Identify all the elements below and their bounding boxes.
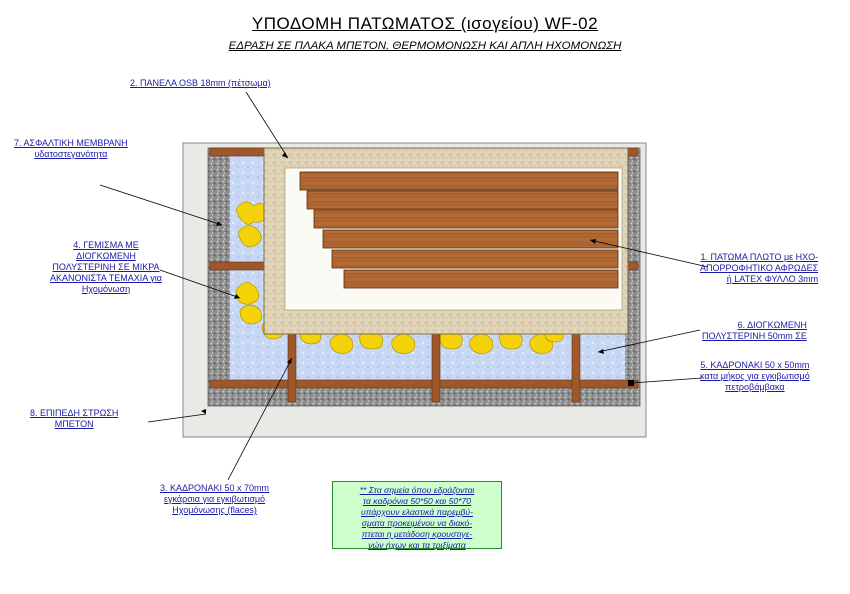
elastic-pads-note: ** Στα σημεία όπου εδράζονται τα καδρόνι… xyxy=(332,481,502,550)
label-expanded-polystyrene: 6. ΔΙΟΓΚΩΜΕΝΗ ΠΟΛΥΣΤΕΡΙΝΗ 50mm ΣΕ xyxy=(702,320,807,341)
label-polystyrene-filling: 4. ΓΕΜΙΣΜΑ ΜΕ ΔΙΟΓΚΩΜΕΝΗ ΠΟΛΥΣΤΕΡΙΝΗ ΣΕ … xyxy=(50,240,162,294)
label-asphalt-membrane: 7. ΑΣΦΑΛΤΙΚΗ ΜΕΜΒΡΑΝΗ υδατοστεγανότητα xyxy=(14,138,128,159)
label-osb-panel: 2. ΠΑΝΕΛΑ OSB 18mm (πέτσωμα) xyxy=(130,78,271,88)
diagram-title: ΥΠΟΔΟΜΗ ΠΑΤΩΜΑΤΟΣ (ισογείου) WF-02 xyxy=(251,14,599,33)
label-concrete-layer: 8. ΕΠΙΠΕΔΗ ΣΤΡΩΣΗ ΜΠΕΤΟΝ xyxy=(30,408,119,429)
floating-floor-boards xyxy=(299,171,619,289)
label-longitudinal-batten: 5. ΚΑΔΡΟΝΑΚΙ 50 x 50mm κατα μήκος για εγ… xyxy=(700,360,810,392)
label-transverse-batten: 3. ΚΑΔΡΟΝΑΚΙ 50 x 70mm εγκάρσια για εγκι… xyxy=(160,483,270,515)
label-floating-floor: 1. ΠΑΤΩΜΑ ΠΛΩΤΟ με ΗΧΟ- ΑΠΟΡΡΟΦΗΤΙΚΟ ΑΦΡ… xyxy=(700,252,819,284)
diagram-subtitle: ΕΔΡΑΣΗ ΣΕ ΠΛΑΚΑ ΜΠΕΤΟΝ, ΘΕΡΜΟΜΟΝΩΣΗ ΚΑΙ … xyxy=(228,40,622,52)
